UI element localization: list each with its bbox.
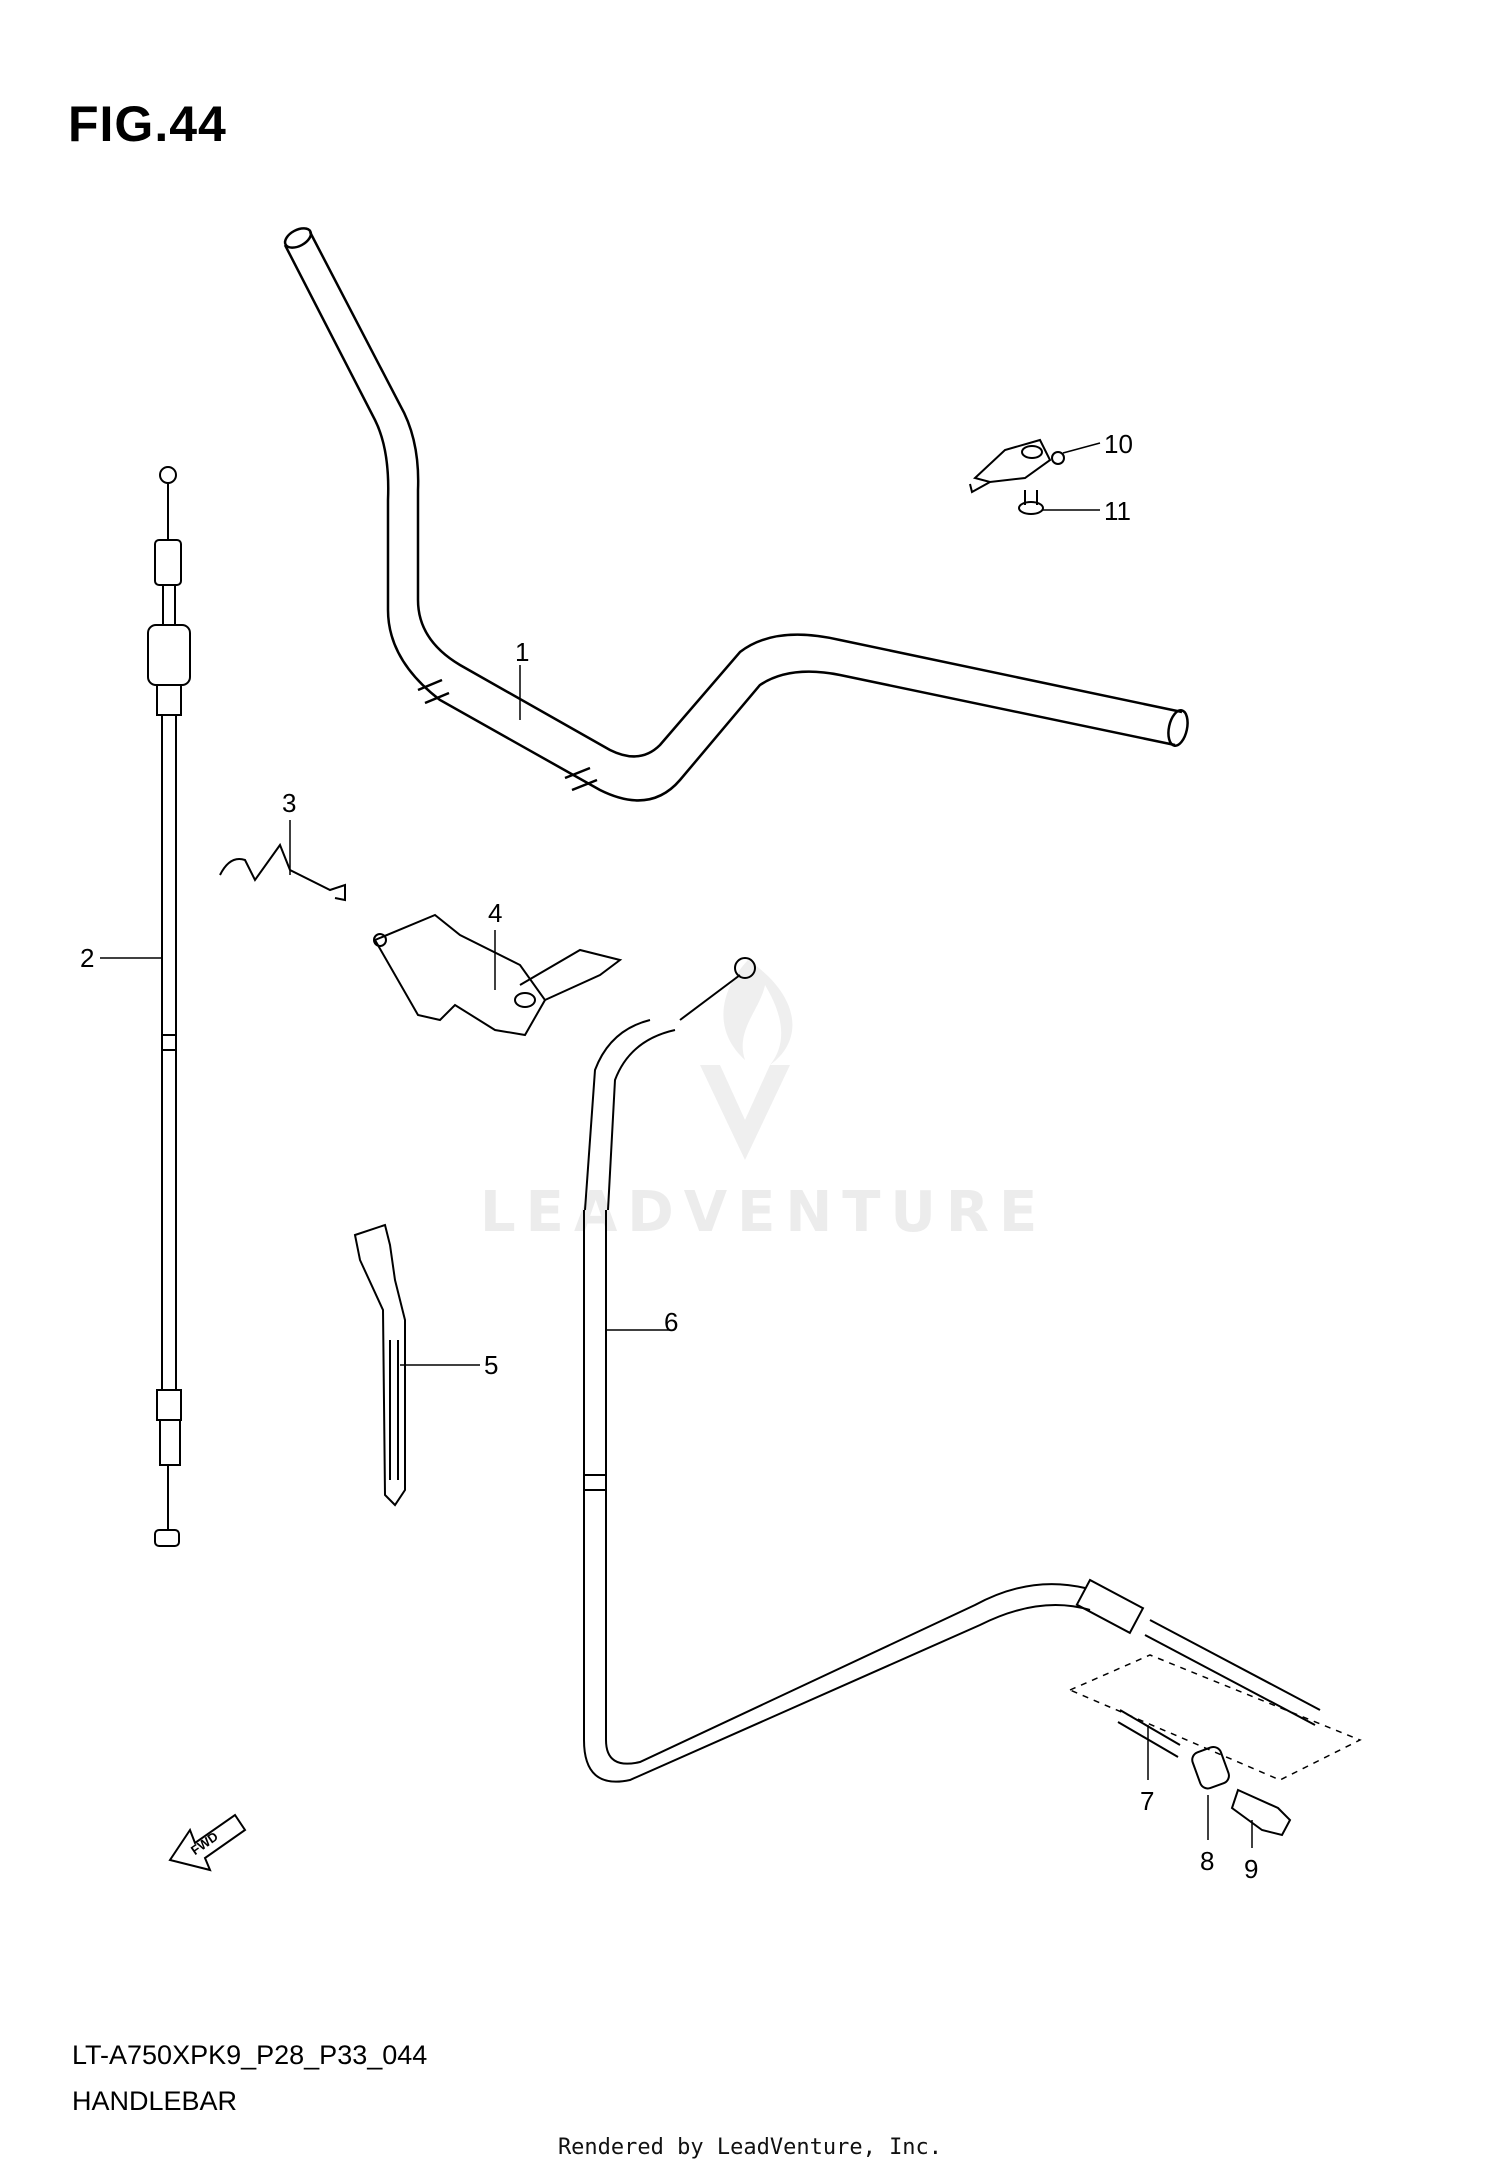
fwd-arrow-icon: FWD	[168, 1813, 247, 1872]
callout-5: 5	[484, 1350, 498, 1380]
part-cable-left[interactable]	[147, 466, 191, 1547]
part-cable-tie[interactable]	[353, 1223, 406, 1507]
render-credit: Rendered by LeadVenture, Inc.	[557, 2135, 943, 2160]
part-cable-right[interactable]	[583, 957, 1321, 1783]
part-handlebar[interactable]	[282, 224, 1191, 802]
dashed-group-box	[1068, 1654, 1362, 1781]
leader-lines	[100, 442, 1253, 1848]
part-collar[interactable]	[1190, 1745, 1231, 1791]
part-end-piece[interactable]	[1230, 1788, 1292, 1837]
callout-10: 10	[1104, 429, 1133, 459]
callout-3: 3	[282, 788, 296, 818]
callout-9: 9	[1244, 1854, 1258, 1884]
part-bracket[interactable]	[373, 913, 623, 1037]
callout-11: 11	[1104, 496, 1131, 526]
watermark-text: LEADVENTURE	[480, 1180, 1048, 1245]
callout-1: 1	[515, 637, 529, 667]
diagram-name: HANDLEBAR	[72, 2086, 238, 2116]
figure-title: FIG.44	[68, 96, 227, 152]
part-spring[interactable]	[219, 842, 346, 902]
diagram-code: LT-A750XPK9_P28_P33_044	[72, 2040, 428, 2070]
part-small-spring[interactable]	[1117, 1709, 1181, 1758]
watermark-logo	[700, 960, 793, 1160]
callout-labels: 1 2 3 4 5 6 7 8 9 10 11	[80, 429, 1258, 1884]
part-clamp[interactable]	[969, 438, 1065, 494]
part-bolt[interactable]	[1018, 490, 1044, 515]
callout-8: 8	[1200, 1846, 1214, 1876]
callout-2: 2	[80, 943, 94, 973]
callout-6: 6	[664, 1307, 678, 1337]
callout-7: 7	[1140, 1786, 1154, 1816]
callout-4: 4	[488, 898, 502, 928]
